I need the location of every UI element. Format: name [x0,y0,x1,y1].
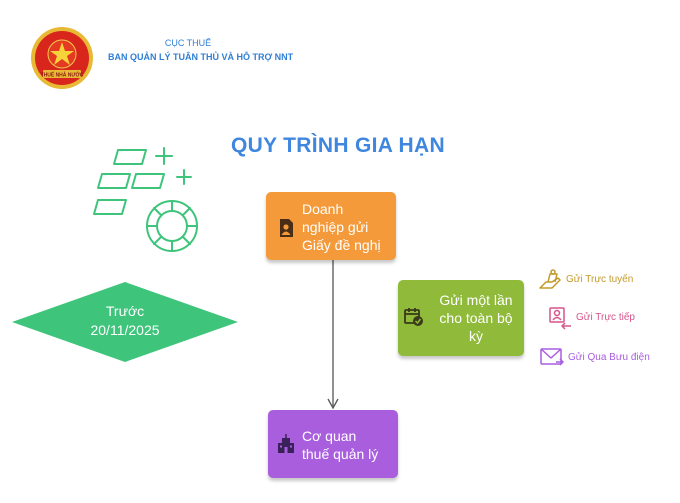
method-online-label: Gửi Trực tuyến [566,274,634,285]
step-submit-once: Gửi một lần cho toàn bộ kỳ [398,280,524,356]
step-authority-text: Cơ quan thuế quản lý [302,427,396,463]
org-department: BAN QUẢN LÝ TUÂN THỦ VÀ HỖ TRỢ NNT [108,52,294,62]
gold-bars-coin-icon [93,147,198,252]
step-submit-request: Doanh nghiệp gửi Giấy đề nghị [266,192,396,260]
deadline-diamond [12,282,238,362]
step-text-line: Doanh [302,201,344,217]
logo-text: THUẾ NHÀ NƯỚC [41,71,84,79]
building-icon [278,434,294,453]
online-hand-icon [539,269,561,289]
step-text-line: nghiệp gửi [302,219,369,235]
step-text-line: thuế quản lý [302,446,379,462]
step-text-line: Cơ quan [302,428,357,444]
method-direct-label: Gửi Trực tiếp [576,312,635,323]
calendar-check-icon [404,308,423,326]
step-submit-text: Doanh nghiệp gửi Giấy đề nghị [302,200,394,254]
flow-arrow [327,258,339,410]
deadline-label: Trước 20/11/2025 [52,302,198,340]
step-once-text: Gửi một lần cho toàn bộ kỳ [430,291,522,345]
mail-envelope-icon [540,348,564,366]
step-text-line: cho toàn bộ [439,310,513,326]
deadline-date: 20/11/2025 [90,322,160,338]
org-name: CỤC THUẾ [164,38,212,48]
person-direct-icon [549,307,571,330]
step-text-line: Gửi một lần [439,292,513,308]
tax-logo-emblem: THUẾ NHÀ NƯỚC [31,27,93,89]
method-post-label: Gửi Qua Bưu điện [568,352,650,363]
step-text-line: Giấy đề nghị [302,237,381,253]
page-title: QUY TRÌNH GIA HẠN [231,134,445,157]
person-document-icon [280,219,293,237]
step-tax-authority: Cơ quan thuế quản lý [268,410,398,478]
step-text-line: kỳ [469,328,483,344]
deadline-line1: Trước [105,303,145,319]
